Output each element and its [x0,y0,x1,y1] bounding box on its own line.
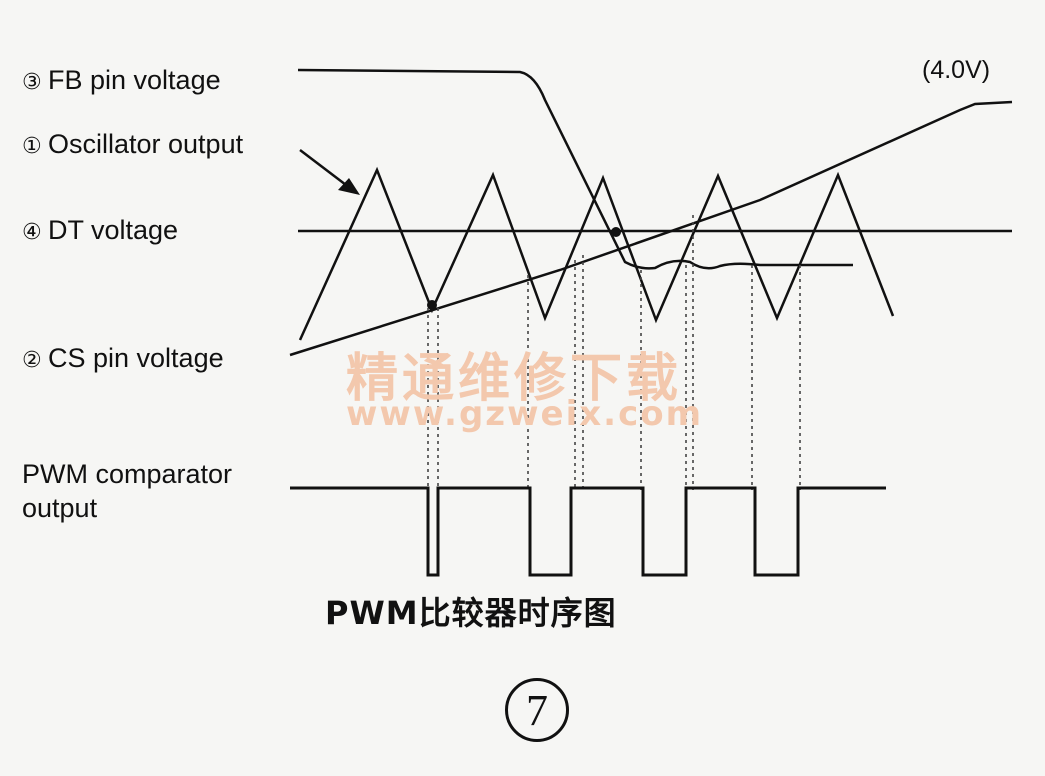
osc-label-text: Oscillator output [48,129,244,159]
intersection-dot [611,227,621,237]
oscillator-triangle-wave [298,166,895,341]
cs-label-text: CS pin voltage [48,343,224,373]
osc-marker: ① [22,133,42,158]
cs-pin-voltage-ramp [289,100,1013,357]
fb-pin-voltage-trace [297,68,853,270]
pwm-output-label-line2: output [22,493,98,523]
figure-number: 7 [526,686,548,735]
figure-number-circle: 7 [505,678,569,742]
voltage-annotation: (4.0V) [922,56,991,84]
oscillator-pointer-arrowhead [338,178,360,195]
fb-marker: ③ [22,69,42,94]
dt-marker: ④ [22,219,42,244]
pwm-comparator-output-trace [290,486,886,577]
watermark-url: www.gzweix.com [346,394,704,434]
cs-marker: ② [22,347,42,372]
projection-lines [427,215,801,490]
fb-label-text: FB pin voltage [48,65,221,95]
figure-caption: PWM比较器时序图 [325,594,617,632]
intersection-dot [427,300,437,310]
pwm-output-label-line1: PWM comparator [22,459,233,489]
dt-label-text: DT voltage [48,215,179,245]
oscillator-pointer-arrow-shaft [299,149,351,189]
watermark-text: 精通维修下载 [346,349,683,409]
